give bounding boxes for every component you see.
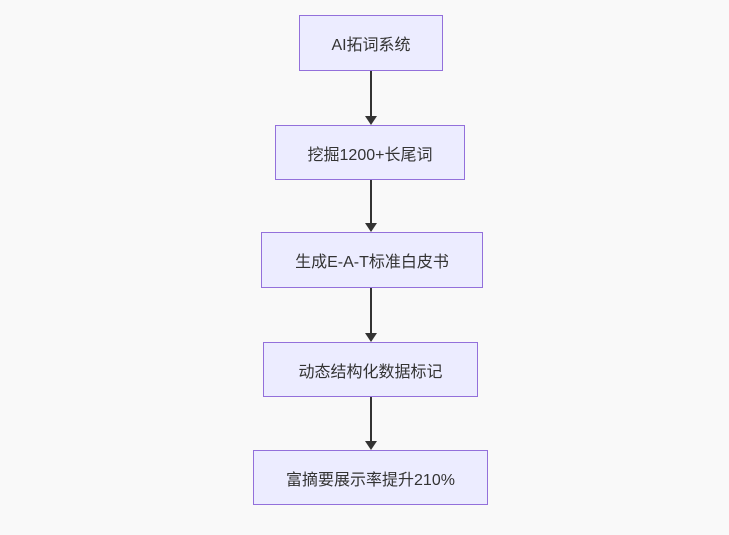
flow-node-longtail-keywords: 挖掘1200+长尾词 xyxy=(275,125,465,180)
flow-edge-line xyxy=(370,180,372,224)
flow-node-structured-data-markup: 动态结构化数据标记 xyxy=(263,342,478,397)
arrow-down-icon xyxy=(365,441,377,450)
flow-node-eat-whitepaper: 生成E-A-T标准白皮书 xyxy=(261,232,483,288)
flow-edge-line xyxy=(370,397,372,442)
flow-node-label: 动态结构化数据标记 xyxy=(298,363,443,381)
arrow-down-icon xyxy=(365,116,377,125)
flow-node-rich-snippet-result: 富摘要展示率提升210% xyxy=(253,450,488,505)
flow-edge-line xyxy=(370,288,372,334)
arrow-down-icon xyxy=(365,333,377,342)
flow-node-label: 生成E-A-T标准白皮书 xyxy=(295,254,449,271)
flow-node-ai-keyword-system: AI拓词系统 xyxy=(299,15,443,71)
flow-node-label: AI拓词系统 xyxy=(331,37,411,54)
flow-edge-line xyxy=(370,71,372,117)
flow-node-label: 挖掘1200+长尾词 xyxy=(307,146,433,164)
arrow-down-icon xyxy=(365,223,377,232)
flow-node-label: 富摘要展示率提升210% xyxy=(286,471,455,489)
